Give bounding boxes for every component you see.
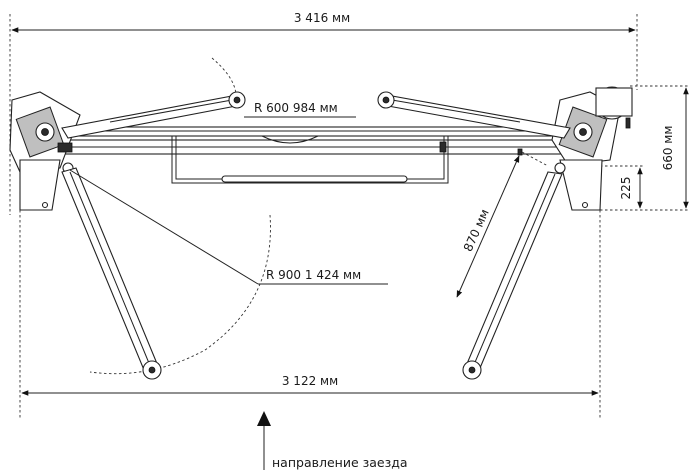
track-width-label: 3 122 мм: [282, 374, 338, 388]
short-arm-radius-label: R 600 984 мм: [254, 101, 338, 115]
long-arm-swing-arc: [89, 214, 271, 375]
height-label: 660 мм: [661, 126, 675, 171]
overall-width-dimension: 3 416 мм: [9, 11, 638, 215]
overall-width-label: 3 416 мм: [294, 11, 350, 25]
driving-direction: направление заезда: [257, 411, 408, 470]
direction-arrow-icon: [257, 411, 271, 426]
direction-caption: направление заезда: [272, 455, 408, 470]
right-column: [551, 86, 633, 211]
height-dimension: 660 мм 225: [600, 85, 690, 211]
left-short-arm: [61, 91, 246, 139]
short-arm-radius-callout: R 600 984 мм: [244, 101, 356, 118]
left-column: [9, 91, 81, 211]
long-arm-radius-label: R 900 1 424 мм: [266, 268, 361, 282]
low-height-label: 225: [619, 177, 633, 200]
arm-length-label: 870 мм: [461, 207, 492, 254]
long-arm-radius-callout: R 900 1 424 мм: [69, 169, 388, 285]
crossbeam: [54, 126, 576, 184]
right-long-arm: [462, 171, 563, 380]
right-short-arm: [377, 91, 571, 139]
track-width-dimension: 3 122 мм: [19, 205, 601, 418]
left-long-arm: [61, 167, 162, 380]
